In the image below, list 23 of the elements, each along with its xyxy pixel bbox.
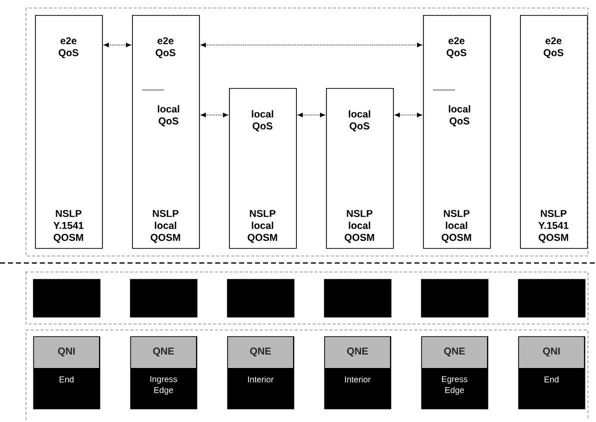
- arrow: [394, 112, 422, 118]
- qos-box: e2e QoS local QoS NSLP local QOSM: [132, 15, 200, 249]
- node-role-box: QNE Interior: [227, 336, 294, 410]
- qos-box: e2e QoS NSLP Y.1541 QOSM: [35, 15, 103, 249]
- arrow: [298, 112, 325, 118]
- node-role-box: QNI End: [518, 336, 586, 410]
- filled-box: [227, 279, 294, 318]
- filled-box: [518, 279, 586, 318]
- qos-box: e2e QoS NSLP Y.1541 QOSM: [520, 15, 588, 249]
- qos-box: local QoS NSLP local QOSM: [229, 88, 297, 249]
- filled-box: [324, 279, 392, 318]
- node-role-box: QNE Interior: [324, 336, 392, 410]
- node-role-box: QNI End: [33, 336, 100, 410]
- filled-box: [33, 279, 100, 318]
- filled-box: [130, 279, 198, 318]
- arrow: [104, 42, 131, 48]
- arrow: [200, 42, 422, 48]
- arrow: [200, 112, 228, 118]
- node-role-box: QNE Egress Edge: [421, 336, 488, 410]
- node-role-box: QNE Ingress Edge: [130, 336, 198, 410]
- filled-box: [421, 279, 488, 318]
- qos-box: e2e QoS local QoS NSLP local QOSM: [423, 15, 491, 249]
- qos-box: local QoS NSLP local QOSM: [326, 88, 394, 249]
